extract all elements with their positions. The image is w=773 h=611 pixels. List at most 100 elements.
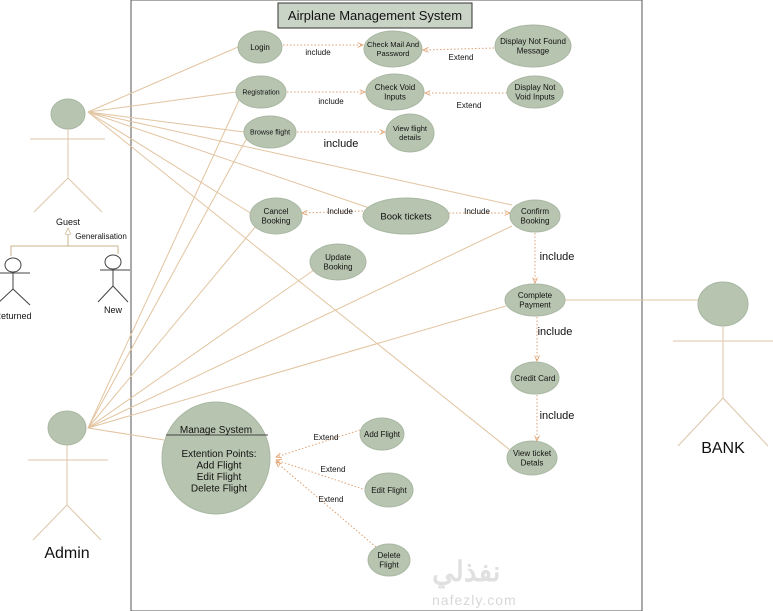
use-case-ellipse: [363, 30, 423, 68]
use-case-label: Confirm: [521, 207, 549, 216]
use-case-label: Booking: [521, 217, 550, 226]
extension-point: Edit Flight: [197, 472, 242, 483]
actor-bank[interactable]: BANK: [673, 281, 773, 457]
actor-guest[interactable]: Guest: [30, 98, 105, 227]
use-case-label: Void Inputs: [515, 93, 555, 102]
use-case-label: Delete: [377, 551, 401, 560]
association-line: [87, 225, 257, 429]
relation-label-edit-extend: Extend: [321, 465, 346, 474]
use-case-label: Book tickets: [380, 211, 431, 222]
use-case-browse[interactable]: Browse flight: [243, 115, 297, 149]
extension-point: Delete Flight: [191, 484, 247, 495]
actor-head-icon: [697, 281, 749, 327]
use-case-label: View flight: [393, 124, 428, 133]
use-case-login[interactable]: Login: [237, 30, 283, 64]
use-case-credit[interactable]: Credit Card: [510, 361, 560, 395]
relation-label-login-include: include: [305, 48, 331, 57]
use-case-ellipse: [506, 75, 564, 109]
actor-leg: [66, 504, 102, 541]
use-case-label: Check Mail And: [367, 40, 419, 49]
actor-label-guest: Guest: [56, 217, 81, 227]
dependency-arrow: [276, 429, 361, 457]
relation-label-ticket-include: include: [540, 410, 575, 422]
use-case-label: View ticket: [513, 449, 552, 458]
actor-leg: [722, 397, 769, 447]
use-case-ellipse: [494, 24, 572, 68]
association-line: [87, 91, 237, 113]
association-line: [87, 97, 241, 429]
dependency-arrow: [276, 462, 377, 548]
use-case-label: Update: [325, 253, 351, 262]
use-case-label: Browse flight: [250, 129, 290, 136]
use-case-label: Flight: [379, 561, 399, 570]
relation-label-cancel-include: Include: [327, 207, 353, 216]
association-line: [87, 135, 249, 429]
use-case-ellipse: [504, 283, 566, 317]
relation-label-reg-extend: Extend: [457, 101, 482, 110]
use-case-ellipse: [362, 197, 450, 235]
use-case-ellipse: [510, 361, 560, 395]
actor-returned[interactable]: Returned: [0, 257, 32, 321]
relation-label-delete-extend: Extend: [319, 495, 344, 504]
relation-label-browse-include: include: [324, 138, 359, 150]
use-case-label: Credit Card: [515, 374, 556, 383]
use-case-label: Message: [517, 47, 550, 56]
association-line: [87, 46, 239, 113]
association-line: [87, 111, 253, 215]
actor-leg: [677, 397, 724, 447]
association-line: [87, 111, 513, 206]
relation-label-reg-include: include: [318, 97, 344, 106]
use-case-label: Registration: [242, 89, 279, 96]
use-case-ellipse: [364, 472, 414, 508]
actor-head-icon: [4, 257, 22, 273]
use-case-label: Complete: [518, 291, 553, 300]
association-lines: [87, 46, 698, 451]
use-case-ellipse: [235, 75, 287, 109]
use-case-ellipse: [385, 113, 435, 153]
use-case-ellipse: [509, 199, 561, 233]
use-case-edit-flight[interactable]: Edit Flight: [364, 472, 414, 508]
use-case-label: Inputs: [384, 93, 406, 102]
use-case-ellipse: [506, 440, 558, 476]
association-line: [87, 111, 245, 133]
use-case-ellipse: [359, 417, 405, 451]
use-case-ellipse: [243, 115, 297, 149]
actors: GuestReturnedNewAdminBANKGeneralisation: [0, 98, 773, 562]
use-case-ellipse: [367, 543, 411, 577]
actor-label-admin: Admin: [44, 545, 89, 562]
use-case-label: Booking: [262, 217, 291, 226]
use-case-book[interactable]: Book tickets: [362, 197, 450, 235]
use-case-add-flight[interactable]: Add Flight: [359, 417, 405, 451]
actor-head-icon: [104, 254, 122, 270]
association-line: [87, 111, 382, 213]
actor-new[interactable]: New: [97, 254, 130, 315]
actor-leg: [97, 285, 114, 303]
use-case-label: Detals: [521, 459, 544, 468]
association-line: [87, 305, 507, 429]
use-case-label: details: [399, 133, 421, 142]
relation-label-add-extend: Extend: [314, 433, 339, 442]
use-case-registration[interactable]: Registration: [235, 75, 287, 109]
association-line: [87, 225, 513, 429]
use-case-ellipse: [365, 73, 425, 111]
use-case-label: Display Not: [515, 83, 557, 92]
actor-leg: [112, 285, 129, 303]
extension-point: Extention Points:: [181, 449, 256, 460]
actor-admin[interactable]: Admin: [28, 410, 108, 562]
actor-leg: [12, 288, 31, 306]
actor-leg: [67, 177, 103, 213]
